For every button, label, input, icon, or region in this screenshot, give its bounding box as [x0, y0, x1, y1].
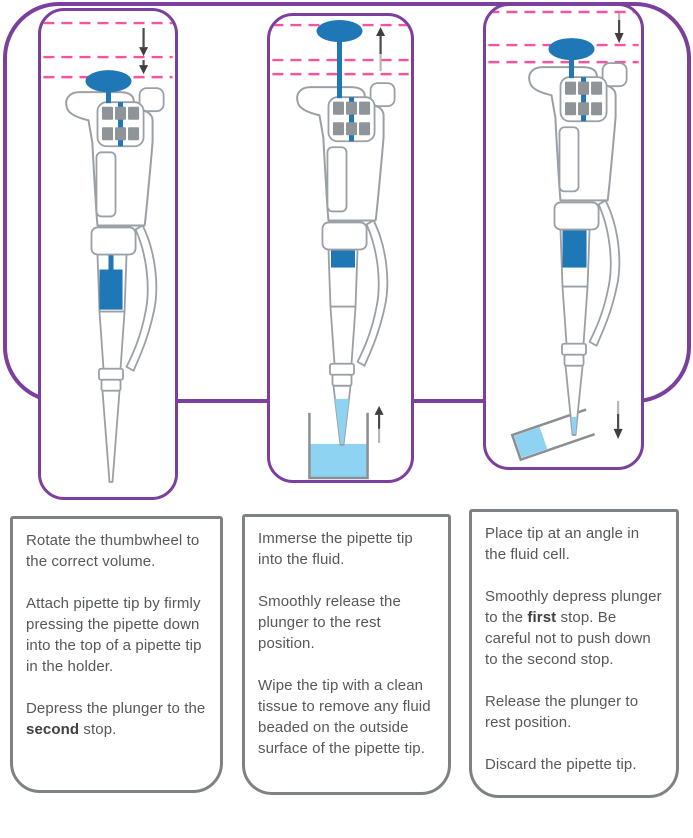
piston-rod-visible — [108, 254, 114, 272]
plunger-rod — [336, 31, 343, 99]
down-arrow-icon — [613, 400, 623, 439]
instruction-paragraph: Release the plunger to rest position. — [485, 693, 639, 731]
pipette-tip — [101, 389, 121, 483]
step-panel-1 — [38, 8, 178, 500]
tip-fluid — [334, 398, 350, 444]
tip-ejector-arm — [588, 199, 621, 347]
plunger-rod — [569, 49, 575, 79]
pipette-shaft-lower — [329, 305, 357, 365]
pipette-shaft-lower — [98, 310, 126, 370]
up-arrow-icon — [376, 27, 386, 72]
shaft-blue-section — [99, 269, 123, 310]
beaker — [308, 412, 369, 480]
instruction-paragraph: Immerse the pipette tip into the fluid. — [258, 530, 413, 568]
instruction-paragraph: Smoothly depress plunger to the first st… — [485, 588, 662, 668]
pipette-tip — [564, 364, 584, 436]
instruction-paragraph: Rotate the thumbwheel to the correct vol… — [26, 532, 200, 570]
tip-collar-2 — [100, 378, 122, 392]
ejector-button — [369, 82, 396, 108]
step-3-illustration — [488, 10, 639, 462]
volume-window — [95, 151, 117, 218]
pipette-shaft-lower — [561, 285, 589, 345]
volume-collar — [553, 201, 600, 231]
beaker-fluid — [310, 443, 368, 477]
tip-collar — [561, 342, 587, 356]
ejector-button — [601, 62, 628, 88]
stop-level-lines — [272, 23, 409, 76]
thumbwheel-ribs — [332, 101, 371, 136]
pipette-illustration — [296, 20, 396, 446]
plunger-rod — [105, 81, 112, 104]
up-arrow-icon — [374, 405, 384, 443]
step-panel-3 — [483, 3, 644, 470]
tip-ejector-arm — [125, 224, 158, 372]
fluid-cell-liquid — [514, 427, 548, 458]
instruction-paragraph: Attach pipette tip by firmly pressing th… — [26, 595, 202, 675]
down-arrow-icon — [614, 13, 624, 44]
pipette-illustration — [65, 70, 165, 483]
tip-collar — [98, 367, 124, 381]
instruction-paragraph: Place tip at an angle in the fluid cell. — [485, 525, 640, 563]
stop-level-lines — [43, 21, 173, 79]
volume-collar — [90, 226, 137, 256]
tip-ejector-arm — [356, 219, 389, 367]
instruction-box-2: Immerse the pipette tip into the fluid. S… — [242, 514, 451, 795]
tip-collar — [329, 362, 355, 376]
instruction-box-1: Rotate the thumbwheel to the correct vol… — [10, 516, 223, 793]
instruction-paragraph: Discard the pipette tip. — [485, 756, 637, 773]
plunger-button — [316, 20, 363, 43]
step-2-illustration — [272, 20, 409, 480]
tip-collar-2 — [563, 353, 585, 367]
volume-collar — [321, 221, 368, 251]
instruction-paragraph: Depress the plunger to the second stop. — [26, 700, 206, 738]
step-1-illustration — [43, 21, 173, 483]
tip-collar-2 — [331, 373, 353, 387]
ejector-button — [138, 87, 165, 113]
volume-window — [326, 146, 348, 213]
thumbwheel-ribs — [565, 81, 603, 116]
instruction-paragraph: Smoothly release the plunger to the rest… — [258, 593, 401, 652]
fluid-cell — [510, 408, 596, 462]
shaft-blue-section — [562, 230, 587, 268]
down-arrow-icon — [139, 28, 149, 75]
plunger-button — [85, 70, 132, 93]
instruction-box-3: Place tip at an angle in the fluid cell.… — [469, 509, 679, 798]
tip-fluid — [571, 416, 578, 434]
instruction-paragraph: Wipe the tip with a clean tissue to remo… — [258, 677, 431, 757]
volume-window — [558, 126, 580, 193]
step-panel-2 — [267, 13, 414, 483]
thumbwheel-ribs — [101, 106, 140, 141]
shaft-blue-band — [330, 250, 356, 268]
plunger-button — [548, 38, 595, 61]
pipette-illustration — [528, 38, 628, 436]
